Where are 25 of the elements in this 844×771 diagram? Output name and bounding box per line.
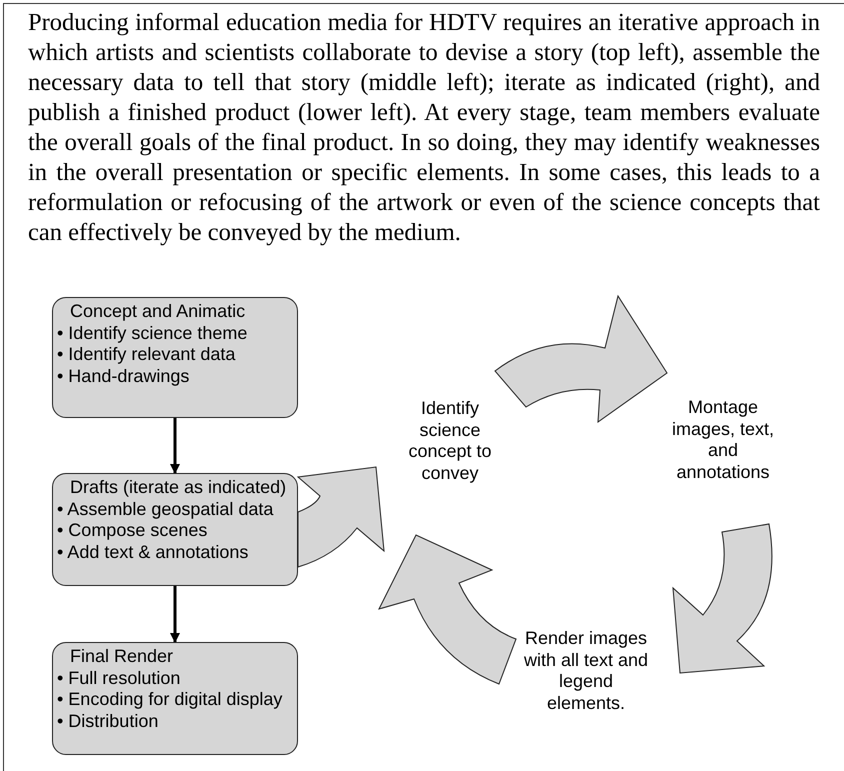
arrow <box>170 586 180 643</box>
box-heading: Concept and Animatic <box>70 301 246 322</box>
bullet-item: • Compose scenes <box>57 520 208 542</box>
bullet-item: • Full resolution <box>57 668 180 689</box>
curved-block-arrow <box>672 524 772 674</box>
bullet-item: • Encoding for digital display <box>57 689 282 710</box>
process-box <box>52 473 298 586</box>
bullet-item: • Identify science theme <box>57 322 248 344</box>
step-label: Render images with all text and legend elements. <box>522 628 650 714</box>
curved-block-arrow <box>298 466 384 568</box>
bullet-item: • Add text & annotations <box>57 542 248 563</box>
caption-paragraph: Producing informal education media for HDTV requires an iterative approach in which artists and scientists collaborate to devise a story (top left), assemble the necessary data to tell that story (middle left); iterate as indicated (right), and publish a finished product (lower left). At every stage, team members evaluate the overall goals of the final product. In so doing, they may identify weaknesses in the overall presentation or specific elements. In some cases, this leads to a reformulation or refocusing of the artwork or even of the science concepts that can effectively be conveyed by the medium. <box>28 8 820 248</box>
curved-block-arrow <box>378 534 516 684</box>
curved-block-arrow <box>494 296 668 422</box>
arrow <box>170 418 180 474</box>
process-box <box>52 297 298 418</box>
bullet-item: • Assemble geospatial data <box>57 498 274 520</box>
step-label: Identify science concept to convey <box>407 398 493 484</box>
box-heading: Final Render <box>70 646 174 668</box>
step-label: Montage images, text, and annotations <box>670 397 776 483</box>
process-box <box>52 642 298 755</box>
bullet-item: • Identify relevant data <box>57 344 236 366</box>
bullet-item: • Hand-drawings <box>57 366 190 387</box>
box-heading: Drafts (iterate as indicated) <box>70 477 286 498</box>
bullet-item: • Distribution <box>57 710 158 732</box>
